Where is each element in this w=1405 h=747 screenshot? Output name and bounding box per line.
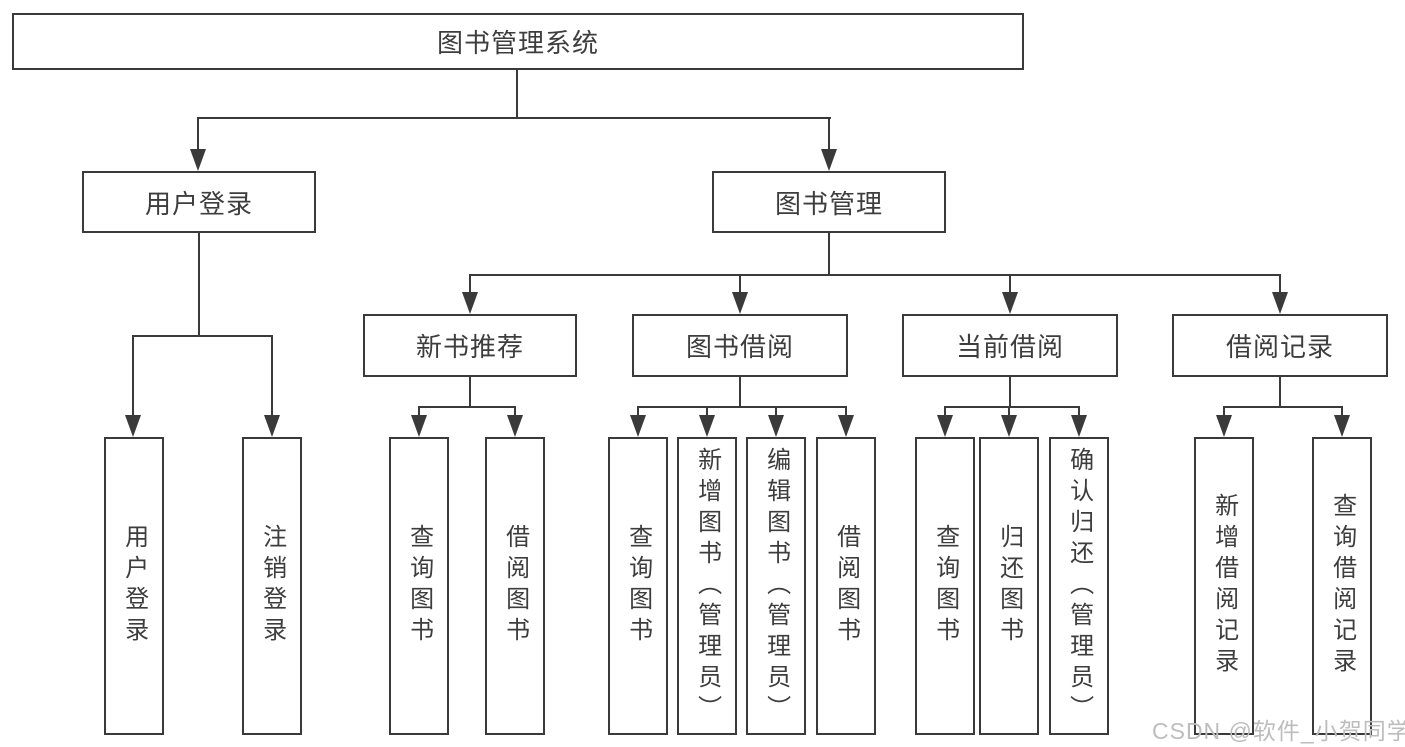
leaf-bb-query-books-label: 查询图书: [624, 524, 652, 648]
connector-rb-c1-shaft: [1223, 406, 1225, 418]
connector-records-bar: [1223, 406, 1343, 408]
node-library-system: 图书管理系统: [12, 13, 1024, 70]
arrowhead-to-current: [1002, 292, 1018, 314]
arrowhead-rb-c1: [1216, 415, 1232, 437]
connector-current-bar: [944, 406, 1080, 408]
connector-borrow-shaft: [739, 274, 741, 295]
arrowhead-cb-c3: [1071, 415, 1087, 437]
connector-mgmt-bar: [469, 274, 1281, 276]
watermark-text: CSDN @软件_小贺同学: [1152, 718, 1405, 744]
connector-newbook-shaft: [469, 274, 471, 295]
connector-login-bar: [132, 335, 273, 337]
connector-newbook-bar: [418, 406, 516, 408]
leaf-cb-confirm-return-admin-label: 确认归还（管理员）: [1065, 446, 1093, 726]
leaf-cb-confirm-return-admin: 确认归还（管理员）: [1049, 437, 1109, 735]
connector-login-stem: [198, 233, 200, 336]
node-book-borrow: 图书借阅: [632, 314, 848, 377]
arrowhead-to-records: [1272, 292, 1288, 314]
connector-mgmt-stem: [828, 232, 830, 275]
arrowhead-nb-c1: [411, 415, 427, 437]
leaf-nb-query-books-label: 查询图书: [405, 524, 433, 648]
connector-nb-c1-shaft: [418, 406, 420, 418]
arrowhead-cb-c1: [937, 415, 953, 437]
leaf-bb-edit-books-admin: 编辑图书（管理员）: [746, 437, 806, 735]
node-book-management-label: 图书管理: [774, 188, 883, 219]
leaf-logout-label: 注销登录: [258, 524, 286, 648]
leaf-user-login-label: 用户登录: [120, 524, 148, 648]
leaf-cb-query-books-label: 查询图书: [931, 524, 959, 648]
leaf-rb-add-record: 新增借阅记录: [1194, 437, 1254, 735]
connector-bb-c4-shaft: [845, 406, 847, 418]
connector-rb-c2-shaft: [1341, 406, 1343, 418]
leaf-rb-query-record: 查询借阅记录: [1312, 437, 1372, 735]
leaf-rb-query-record-label: 查询借阅记录: [1328, 493, 1356, 679]
node-book-borrow-label: 图书借阅: [685, 332, 794, 362]
leaf-cb-return-books: 归还图书: [979, 437, 1039, 735]
connector-cb-c2-shaft: [1008, 406, 1010, 418]
leaf-cb-return-books-label: 归还图书: [995, 524, 1023, 648]
connector-current-stem: [1009, 377, 1011, 407]
arrowhead-to-user-login: [190, 149, 206, 171]
arrowhead-bb-c2: [699, 415, 715, 437]
node-new-book-recommend-label: 新书推荐: [415, 332, 524, 362]
connector-records-stem: [1279, 377, 1281, 407]
connector-bb-c3-shaft: [775, 406, 777, 418]
node-current-borrow-label: 当前借阅: [955, 332, 1064, 362]
leaf-bb-query-books: 查询图书: [608, 437, 668, 735]
arrowhead-cb-c2: [1001, 415, 1017, 437]
node-library-system-label: 图书管理系统: [436, 28, 599, 58]
leaf-nb-query-books: 查询图书: [389, 437, 449, 735]
leaf-logout: 注销登录: [242, 437, 302, 735]
arrowhead-rb-c2: [1334, 415, 1350, 437]
leaf-bb-borrow-books: 借阅图书: [816, 437, 876, 735]
arrowhead-to-book-mgmt: [821, 149, 837, 171]
connector-borrow-stem: [739, 377, 741, 407]
leaf-bb-borrow-books-label: 借阅图书: [832, 524, 860, 648]
connector-root-bar: [197, 117, 831, 119]
leaf-user-login: 用户登录: [104, 437, 164, 735]
node-user-login-label: 用户登录: [144, 188, 253, 219]
connector-cb-c3-shaft: [1078, 406, 1080, 418]
node-user-login: 用户登录: [82, 171, 316, 233]
arrowhead-bb-c1: [630, 415, 646, 437]
arrowhead-to-newbook: [462, 292, 478, 314]
connector-bb-c2-shaft: [706, 406, 708, 418]
connector-cb-c1-shaft: [944, 406, 946, 418]
connector-book-mgmt-shaft: [828, 117, 830, 152]
connector-leaf-logout-shaft: [271, 335, 273, 416]
arrowhead-bb-c4: [838, 415, 854, 437]
connector-current-shaft: [1009, 274, 1011, 295]
arrowhead-bb-c3: [768, 415, 784, 437]
leaf-bb-edit-books-admin-label: 编辑图书（管理员）: [762, 446, 790, 726]
leaf-cb-query-books: 查询图书: [915, 437, 975, 735]
arrowhead-to-leaf-logout: [264, 415, 280, 437]
connector-user-login-shaft: [197, 117, 199, 152]
node-book-management: 图书管理: [712, 171, 946, 233]
connector-root-stem: [516, 69, 518, 118]
connector-leaf-login-shaft: [132, 335, 134, 416]
connector-borrow-bar: [637, 406, 847, 408]
node-borrow-records-label: 借阅记录: [1225, 332, 1334, 362]
leaf-nb-borrow-books: 借阅图书: [485, 437, 545, 735]
leaf-bb-add-books-admin-label: 新增图书（管理员）: [693, 446, 721, 726]
node-current-borrow: 当前借阅: [902, 314, 1118, 377]
node-new-book-recommend: 新书推荐: [363, 314, 577, 377]
arrowhead-nb-c2: [507, 415, 523, 437]
leaf-bb-add-books-admin: 新增图书（管理员）: [677, 437, 737, 735]
connector-newbook-stem: [469, 377, 471, 407]
arrowhead-to-borrow: [732, 292, 748, 314]
connector-records-shaft: [1279, 274, 1281, 295]
arrowhead-to-leaf-login: [125, 415, 141, 437]
leaf-nb-borrow-books-label: 借阅图书: [501, 524, 529, 648]
node-borrow-records: 借阅记录: [1172, 314, 1388, 377]
connector-nb-c2-shaft: [514, 406, 516, 418]
leaf-rb-add-record-label: 新增借阅记录: [1210, 493, 1238, 679]
connector-bb-c1-shaft: [637, 406, 639, 418]
